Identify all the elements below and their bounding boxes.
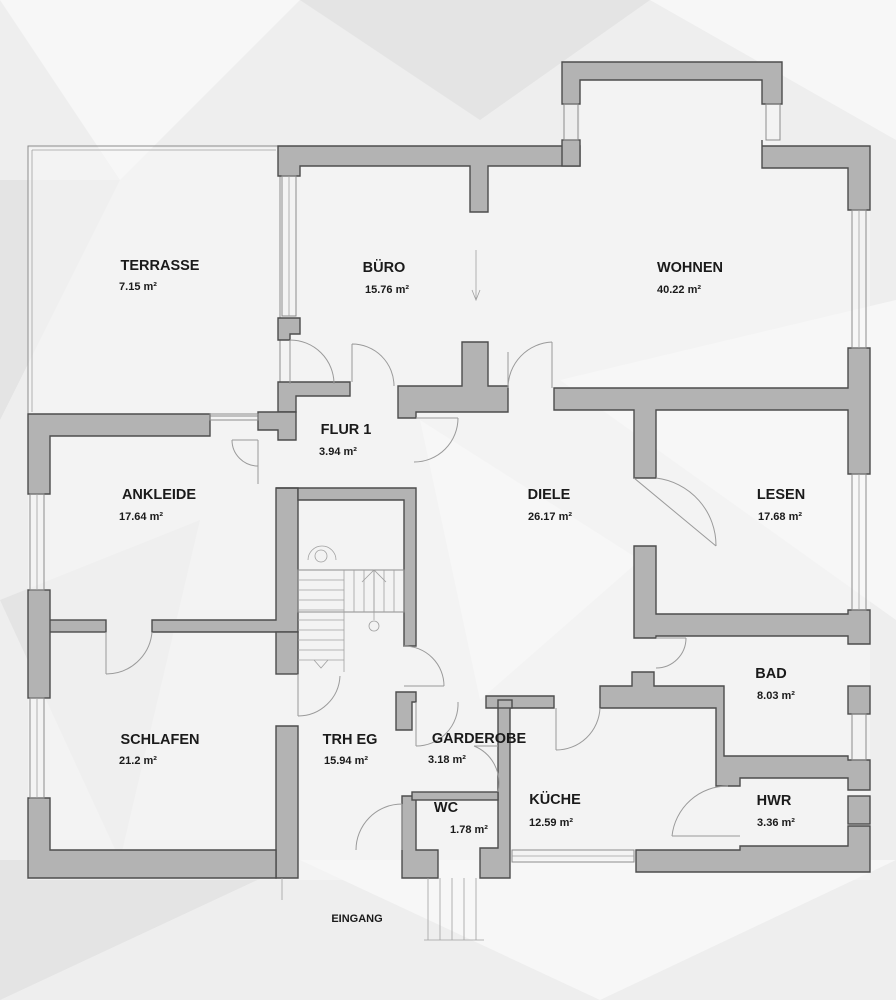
room-name: LESEN: [757, 487, 805, 503]
room-name: BÜRO: [363, 259, 406, 276]
room-area: 12.59 m²: [529, 817, 573, 829]
room-label-trh-eg: TRH EG 15.94 m²: [323, 732, 378, 767]
room-label-schlafen: SCHLAFEN 21.2 m²: [119, 732, 199, 767]
room-name: FLUR 1: [321, 422, 372, 438]
doors: [105, 339, 740, 851]
entrance-label: EINGANG: [331, 913, 382, 925]
room-area: 7.15 m²: [119, 281, 157, 293]
floor-area: [28, 78, 870, 880]
room-name: WOHNEN: [657, 260, 723, 276]
room-name: DIELE: [528, 487, 571, 503]
room-name: KÜCHE: [529, 791, 581, 808]
room-area: 8.03 m²: [757, 690, 795, 702]
room-label-wohnen: WOHNEN 40.22 m²: [657, 260, 723, 296]
room-area: 15.76 m²: [365, 284, 409, 296]
room-name: GARDEROBE: [432, 731, 527, 747]
room-label-kueche: KÜCHE 12.59 m²: [529, 791, 581, 829]
windows: [29, 103, 867, 863]
room-area: 26.17 m²: [528, 511, 572, 523]
room-area: 17.64 m²: [119, 511, 163, 523]
room-name: BAD: [755, 666, 786, 682]
room-area: 21.2 m²: [119, 755, 157, 767]
room-label-hwr: HWR 3.36 m²: [757, 793, 796, 829]
room-label-lesen: LESEN 17.68 m²: [757, 487, 805, 523]
room-area: 3.36 m²: [757, 817, 795, 829]
room-area: 3.18 m²: [428, 754, 466, 766]
room-label-diele: DIELE 26.17 m²: [528, 487, 573, 523]
room-name: SCHLAFEN: [121, 732, 200, 748]
room-label-wc: WC 1.78 m²: [434, 800, 488, 836]
room-label-ankleide: ANKLEIDE 17.64 m²: [119, 487, 196, 523]
room-label-flur1: FLUR 1 3.94 m²: [319, 422, 371, 458]
room-name: HWR: [757, 793, 792, 809]
room-name: ANKLEIDE: [122, 487, 196, 503]
room-name: WC: [434, 800, 459, 816]
room-name: TERRASSE: [121, 258, 200, 274]
room-label-garderobe: GARDEROBE 3.18 m²: [428, 731, 526, 766]
room-label-bad: BAD 8.03 m²: [755, 666, 795, 702]
staircase: [297, 250, 481, 672]
room-area: 1.78 m²: [450, 824, 488, 836]
room-area: 15.94 m²: [324, 755, 368, 767]
room-area: 17.68 m²: [758, 511, 802, 523]
room-label-terrasse: TERRASSE 7.15 m²: [119, 258, 200, 293]
entrance-steps: [281, 878, 484, 941]
room-name: TRH EG: [323, 732, 378, 748]
room-area: 3.94 m²: [319, 446, 357, 458]
room-label-buero: BÜRO 15.76 m²: [363, 259, 410, 296]
room-area: 40.22 m²: [657, 284, 701, 296]
